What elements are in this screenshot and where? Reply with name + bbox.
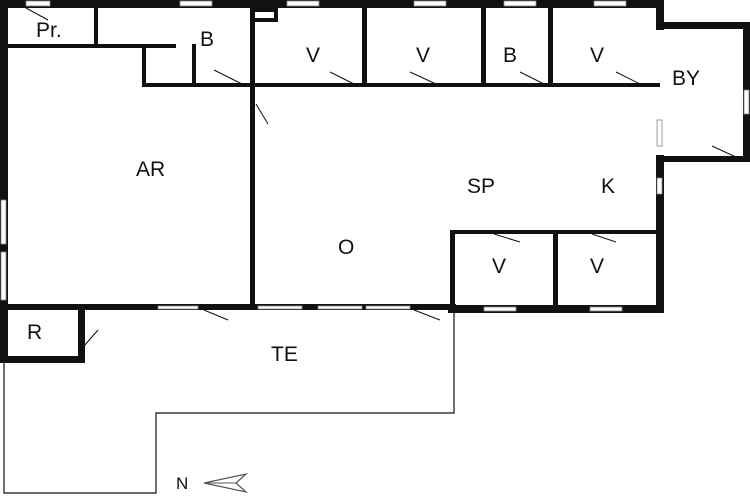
room-label-v4: V xyxy=(492,255,506,278)
doors xyxy=(25,7,739,347)
room-labels: Pr. B V V B V BY AR SP K O V V R TE xyxy=(27,19,700,366)
room-label-o: O xyxy=(338,236,354,259)
interior-walls xyxy=(8,8,660,313)
room-label-k: K xyxy=(601,175,615,198)
room-label-pr: Pr. xyxy=(36,19,62,42)
room-label-v2: V xyxy=(416,44,430,67)
windows xyxy=(0,0,750,312)
room-label-ar: AR xyxy=(136,158,165,181)
room-label-b1: B xyxy=(200,28,214,51)
room-label-v5: V xyxy=(590,255,604,278)
terrace-outline xyxy=(3,310,455,494)
compass-label: N xyxy=(176,474,188,493)
room-label-b2: B xyxy=(503,44,517,67)
north-arrow-icon xyxy=(203,472,249,494)
room-label-by: BY xyxy=(672,67,700,90)
room-label-v1: V xyxy=(306,44,320,67)
room-label-v3: V xyxy=(590,44,604,67)
compass: N xyxy=(176,472,249,494)
room-label-r: R xyxy=(27,321,42,344)
room-label-sp: SP xyxy=(467,175,495,198)
room-label-te: TE xyxy=(271,343,298,366)
